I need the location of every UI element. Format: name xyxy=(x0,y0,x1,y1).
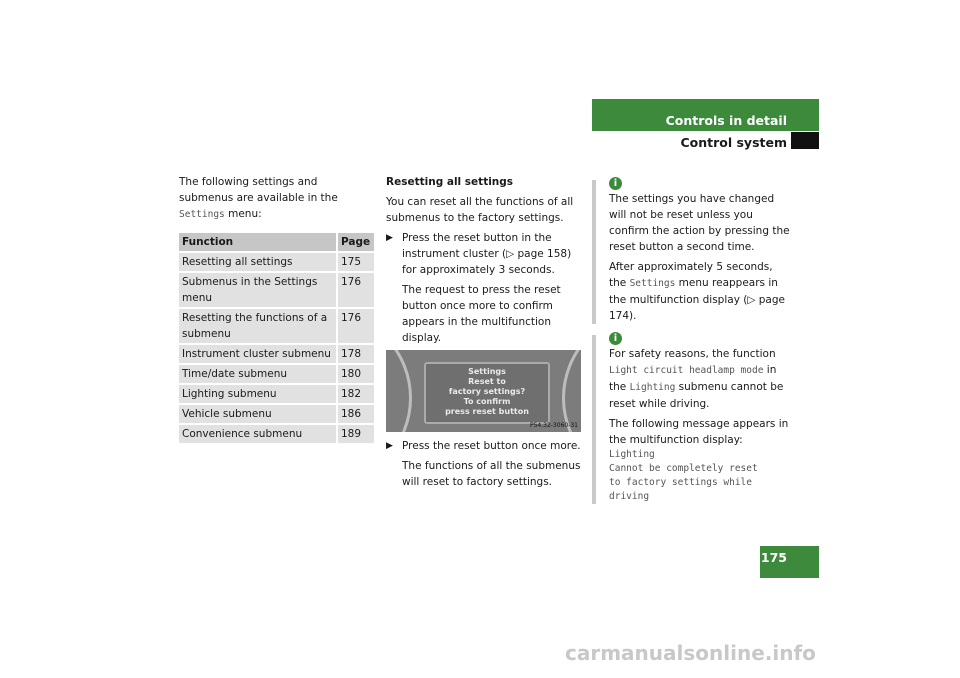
note-sidebar xyxy=(592,180,596,324)
intro-text-end: menu: xyxy=(224,208,262,220)
info-note: i For safety reasons, the function Light… xyxy=(592,332,792,504)
page-cell: 180 xyxy=(336,364,374,385)
note-text-part: menu reappears in the multifunction disp… xyxy=(609,277,785,322)
function-overview-column: The following settings and submenus are … xyxy=(179,174,374,445)
figure-code: P54.32-3060-31 xyxy=(529,422,578,429)
subsection-header: Control system xyxy=(592,132,819,150)
page-cell: 189 xyxy=(336,424,374,445)
intro-text: The following settings and submenus are … xyxy=(179,176,338,204)
info-note: i The settings you have changed will not… xyxy=(592,177,792,324)
note-text-part: For safety reasons, the function xyxy=(609,348,776,360)
step-text: Press the reset button once more. xyxy=(402,440,581,452)
note-text: The settings you have changed will not b… xyxy=(609,193,790,253)
note-code: Lighting xyxy=(629,382,676,393)
step-arrow-icon: ▶ xyxy=(386,233,393,243)
display-line: factory settings? xyxy=(448,387,526,396)
instruction-step: ▶ Press the reset button once more. xyxy=(386,438,582,454)
header-page: Page xyxy=(336,233,374,253)
function-cell: Vehicle submenu xyxy=(179,404,337,425)
note-code: Light circuit headlamp mode xyxy=(609,365,764,376)
instrument-cluster-photo: Settings Reset to factory settings? To c… xyxy=(386,350,581,432)
display-line: To confirm xyxy=(463,397,511,406)
table-header-row: Function Page xyxy=(179,233,374,253)
note-sidebar xyxy=(592,335,596,504)
header-function: Function xyxy=(179,233,337,253)
multifunction-display: Settings Reset to factory settings? To c… xyxy=(424,362,550,424)
note-text-part: in the xyxy=(609,364,777,393)
note-text: After approximately 5 seconds, the Setti… xyxy=(609,259,792,324)
intro-code: Settings xyxy=(179,209,225,220)
section-intro: You can reset all the functions of all s… xyxy=(386,196,574,224)
display-line: press reset button xyxy=(445,407,529,416)
instruction-step: ▶ Press the reset button in the instrume… xyxy=(386,230,582,278)
page-cell: 178 xyxy=(336,344,374,365)
step-note: The request to press the reset button on… xyxy=(402,284,561,344)
page-cell: 186 xyxy=(336,404,374,425)
note-code: Settings xyxy=(629,278,676,289)
page-cell: 175 xyxy=(336,252,374,273)
note-text: For safety reasons, the function Light c… xyxy=(609,346,792,412)
display-message-line: Lighting xyxy=(609,449,655,460)
section-title: Controls in detail xyxy=(665,113,787,128)
note-text-part: After approximately 5 seconds, the xyxy=(609,261,773,289)
display-message-line: to factory settings while driving xyxy=(609,477,752,502)
page-reference: ▷ page 158) for approximately 3 seconds. xyxy=(402,248,572,276)
watermark: carmanualsonline.info xyxy=(565,641,816,665)
page-cell: 176 xyxy=(336,308,374,345)
function-cell: Instrument cluster submenu xyxy=(179,344,337,365)
left-gauge-ring xyxy=(386,350,412,432)
display-line: Settings xyxy=(468,367,506,376)
section-heading: Resetting all settings xyxy=(386,176,514,188)
function-cell: Lighting submenu xyxy=(179,384,337,405)
note-text-part: submenu cannot be reset while driving. xyxy=(609,381,784,410)
display-line: Reset to xyxy=(468,377,506,386)
function-cell: Submenus in the Settings menu xyxy=(179,272,337,309)
note-text: The following message appears in the mul… xyxy=(609,418,789,446)
notes-column: i The settings you have changed will not… xyxy=(592,174,792,512)
page-number: 175 xyxy=(760,550,787,565)
function-cell: Resetting the functions of a submenu xyxy=(179,308,337,345)
subsection-title: Control system xyxy=(680,135,787,150)
display-message-line: Cannot be completely reset xyxy=(609,463,758,474)
info-icon: i xyxy=(609,177,622,190)
function-cell: Resetting all settings xyxy=(179,252,337,273)
function-cell: Convenience submenu xyxy=(179,424,337,445)
right-gauge-ring xyxy=(562,350,581,432)
step-note: The functions of all the submenus will r… xyxy=(402,460,581,488)
page-cell: 176 xyxy=(336,272,374,309)
step-arrow-icon: ▶ xyxy=(386,441,393,451)
reset-instructions-column: Resetting all settings You can reset all… xyxy=(386,174,582,494)
table-intro: The following settings and submenus are … xyxy=(179,174,374,223)
section-header-bar: Controls in detail xyxy=(592,99,819,131)
step-text: Press the reset button in the instrument… xyxy=(402,232,552,260)
info-icon: i xyxy=(609,332,622,345)
page-cell: 182 xyxy=(336,384,374,405)
subsection-marker xyxy=(791,132,819,149)
function-cell: Time/date submenu xyxy=(179,364,337,385)
page-number-box: 175 xyxy=(760,546,819,578)
